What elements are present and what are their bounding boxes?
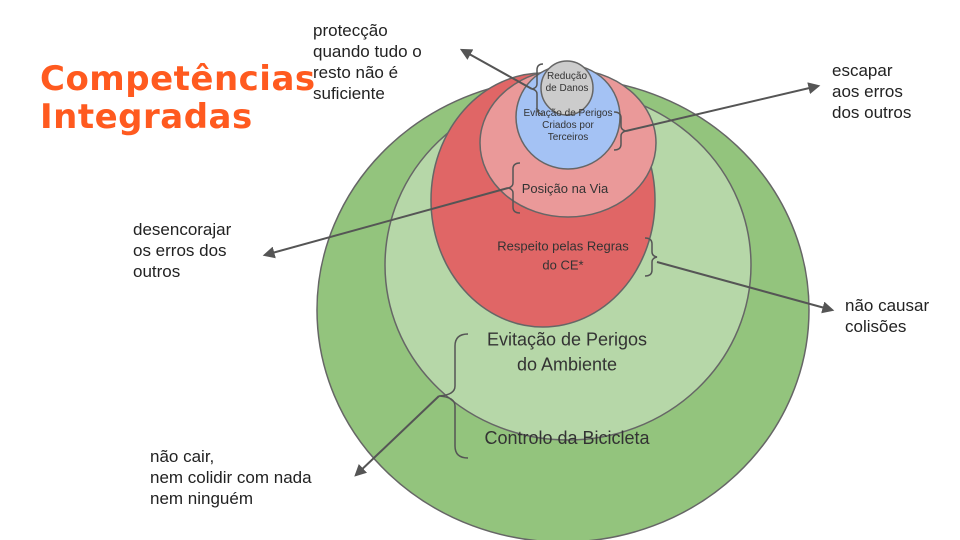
brace-rules-respect [644,237,658,277]
label-line: do CE* [542,258,583,273]
arrow-no-collisions [656,261,835,314]
circle-harm-reduction [540,60,594,116]
note-protection: protecção quando tudo o resto não é sufi… [313,21,422,103]
diagram-title: Competências Integradas [40,60,316,136]
note-discourage: desencorajar os erros dos outros [133,220,232,281]
note-escape: escapar aos erros dos outros [832,61,912,122]
label-line: Evitação de Perigos [487,330,647,350]
label-bike-control: Controlo da Bicicleta [484,428,650,448]
note-no-collisions: não causar colisões [845,296,930,336]
title-line-1: Competências [40,59,316,99]
label-line: Respeito pelas Regras [497,239,629,254]
label-line: Criados por [542,120,594,131]
label-line: Posição na Via [522,181,609,196]
label-line: do Ambiente [517,355,617,375]
note-no-fall: não cair, nem colidir com nada nem ningu… [150,447,312,508]
label-environment-hazards: Evitação de Perigos do Ambiente [487,330,647,375]
arrow-escape [625,82,821,132]
title-line-2: Integradas [40,97,253,137]
arrow-discourage [262,187,509,259]
label-line: Terceiros [548,132,589,143]
arrow-no-fall [354,395,440,477]
label-line: Redução [547,71,587,82]
arrow-protection [459,48,533,90]
label-rules-respect: Respeito pelas Regras do CE* [497,239,629,273]
label-line: Controlo da Bicicleta [484,428,650,448]
label-line: de Danos [546,83,589,94]
label-line: Evitação de Perigos [524,108,613,119]
label-road-position: Posição na Via [522,181,609,196]
